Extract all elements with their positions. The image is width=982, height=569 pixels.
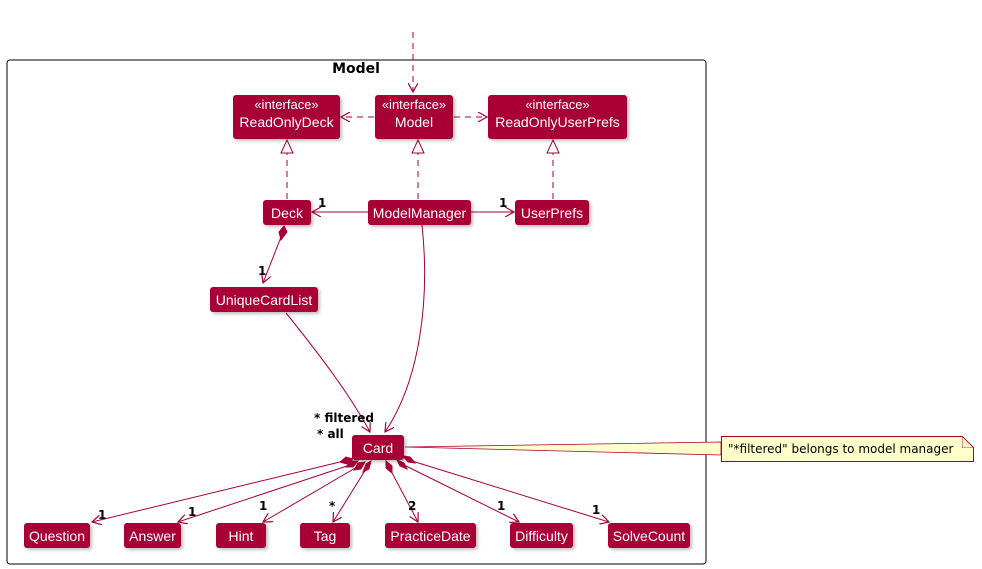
class-name: SolveCount — [612, 527, 686, 544]
class-name: Model — [394, 114, 434, 130]
class-hint[interactable]: Hint — [216, 523, 266, 548]
card-to-tag-composition — [333, 468, 367, 522]
difficulty-diamond — [395, 459, 409, 470]
card-to-answer-composition — [178, 464, 351, 522]
class-modelmanager[interactable]: ModelManager — [368, 200, 471, 225]
class-name: ModelManager — [372, 204, 467, 221]
class-name: Tag — [313, 527, 337, 544]
card-compositions — [92, 460, 609, 522]
multiplicity-userprefs: 1 — [499, 196, 508, 210]
package-title: Model — [332, 61, 380, 77]
multiplicity-uniquecardlist: 1 — [258, 264, 267, 278]
card-to-practicedate-composition — [389, 468, 418, 522]
class-question[interactable]: Question — [24, 523, 90, 548]
multiplicity-card-all: * all — [317, 427, 344, 441]
note-fold-corner — [962, 436, 974, 448]
modelmanager-to-card-association — [385, 224, 426, 432]
multiplicity-solvecount: 1 — [592, 503, 601, 517]
deck-to-uniquecardlist-composition — [263, 236, 282, 283]
multiplicity-hint: 1 — [259, 499, 268, 513]
question-diamond — [338, 456, 355, 465]
stereotype-label: «interface» — [381, 97, 447, 112]
class-card[interactable]: Card — [352, 435, 404, 460]
multiplicity-deck: 1 — [318, 196, 327, 210]
card-to-solvecount-composition — [411, 460, 609, 522]
class-name: UniqueCardList — [215, 291, 313, 308]
class-name: Question — [28, 527, 86, 544]
card-composition-diamonds — [338, 455, 417, 475]
multiplicity-practicedate: 2 — [408, 499, 417, 513]
class-name: ReadOnlyDeck — [239, 114, 334, 130]
card-to-hint-composition — [263, 466, 358, 522]
class-practicedate[interactable]: PracticeDate — [385, 523, 476, 548]
card-to-question-composition — [92, 460, 345, 522]
multiplicity-tag: * — [329, 499, 336, 513]
class-name: Card — [362, 439, 394, 456]
class-name: Hint — [228, 527, 254, 544]
answer-diamond — [344, 460, 360, 468]
solvecount-diamond — [401, 455, 417, 464]
deck-realization-arrowhead — [280, 138, 294, 154]
stereotype-label: «interface» — [254, 97, 319, 112]
hint-diamond — [353, 461, 366, 471]
class-uniquecardlist[interactable]: UniqueCardList — [210, 287, 318, 312]
class-userprefs[interactable]: UserPrefs — [515, 200, 589, 225]
userprefs-realization-arrowhead — [546, 138, 560, 154]
class-name: UserPrefs — [520, 204, 584, 221]
class-answer[interactable]: Answer — [124, 523, 181, 548]
multiplicity-difficulty: 1 — [497, 499, 506, 513]
multiplicity-card-filtered: * filtered — [314, 411, 374, 425]
class-solvecount[interactable]: SolveCount — [608, 523, 690, 548]
class-name: Deck — [271, 204, 303, 221]
class-name: Answer — [129, 527, 176, 544]
class-deck[interactable]: Deck — [263, 200, 311, 225]
stereotype-label: «interface» — [525, 97, 590, 112]
tag-diamond — [362, 459, 372, 474]
class-name: ReadOnlyUserPrefs — [495, 114, 620, 130]
note-text: "*filtered" belongs to model manager — [728, 442, 954, 456]
class-tag[interactable]: Tag — [300, 523, 350, 548]
uniquecardlist-to-card-association — [285, 312, 370, 432]
class-readonlyuserprefs[interactable]: «interface» ReadOnlyUserPrefs — [488, 95, 627, 139]
note: "*filtered" belongs to model manager — [721, 436, 974, 462]
multiplicity-answer: 1 — [188, 505, 197, 519]
deck-composition-diamond — [278, 225, 288, 242]
class-difficulty[interactable]: Difficulty — [510, 523, 573, 548]
note-connector — [404, 441, 722, 456]
class-model[interactable]: «interface» Model — [375, 95, 453, 139]
multiplicity-question: 1 — [98, 508, 107, 522]
class-readonlydeck[interactable]: «interface» ReadOnlyDeck — [233, 95, 340, 139]
class-name: PracticeDate — [390, 527, 471, 544]
practicedate-diamond — [385, 459, 393, 475]
class-name: Difficulty — [515, 527, 568, 544]
card-to-difficulty-composition — [403, 464, 519, 522]
model-package-frame — [6, 59, 707, 565]
modelmanager-realization-arrowhead — [411, 138, 425, 154]
